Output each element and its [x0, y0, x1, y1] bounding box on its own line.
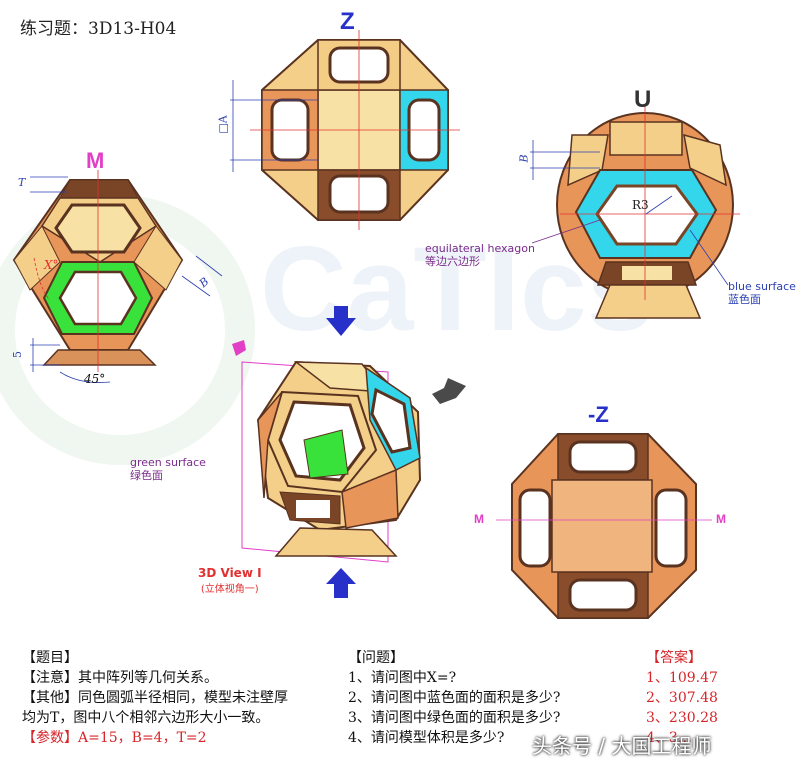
axis-label-u: U: [634, 86, 652, 113]
question-item: 3、请问图中绿色面的面积是多少?: [348, 710, 561, 726]
view-3d-caption: 3D View I (立体视角一): [198, 566, 262, 595]
answers-header: 【答案】: [646, 650, 702, 666]
dim-five: 5: [11, 351, 24, 358]
answer-item: 4、3…: [646, 730, 692, 746]
answer-item: 1、109.47: [646, 670, 718, 686]
questions-header: 【问题】: [348, 650, 404, 666]
problem-other-line1: 【其他】同色圆弧半径相同，模型未注壁厚: [22, 690, 288, 706]
view-m: [12, 170, 223, 383]
dim-b-u: B: [517, 154, 531, 163]
axis-label-m-right: M: [716, 512, 726, 526]
problem-header: 【题目】: [22, 650, 78, 666]
question-item: 4、请问模型体积是多少?: [348, 730, 505, 746]
view-3d: [241, 360, 422, 563]
dim-t: T: [18, 176, 26, 189]
blue-annotation-en: blue surface: [728, 280, 796, 293]
green-annotation: green surface 绿色面: [130, 456, 206, 482]
answers-block: 【答案】 1、109.47 2、307.48 3、230.28 4、3…: [646, 648, 718, 748]
blue-annotation: blue surface 蓝色面: [728, 280, 796, 306]
problem-note: 【注意】其中阵列等几何关系。: [22, 670, 218, 686]
dim-angle: 45°: [84, 372, 106, 386]
view-3d-caption-en: 3D View I: [198, 566, 262, 580]
params-label: 【参数】: [22, 730, 78, 746]
view-u: [530, 105, 740, 319]
hex-annotation-en: equilateral hexagon: [425, 242, 535, 255]
hex-annotation: equilateral hexagon 等边六边形: [425, 242, 535, 268]
blue-annotation-cn: 蓝色面: [728, 293, 761, 306]
questions-block: 【问题】 1、请问图中X=? 2、请问图中蓝色面的面积是多少? 3、请问图中绿色…: [348, 648, 560, 748]
problem-other-line2: 均为T，图中八个相邻六边形大小一致。: [22, 710, 270, 726]
dim-a: □A: [216, 115, 230, 134]
dim-x: X°: [44, 258, 59, 272]
question-item: 2、请问图中蓝色面的面积是多少?: [348, 690, 561, 706]
hex-annotation-cn: 等边六边形: [425, 255, 480, 268]
view-neg-z: [496, 433, 712, 619]
answer-item: 2、307.48: [646, 690, 718, 706]
problem-params-line: 【参数】A=15，B=4，T=2: [22, 728, 288, 748]
question-item: 1、请问图中X=?: [348, 670, 457, 686]
dim-r: R3: [632, 198, 649, 212]
answer-item: 3、230.28: [646, 710, 718, 726]
axis-label-m: M: [86, 148, 105, 173]
params-value: A=15，B=4，T=2: [78, 730, 207, 746]
page-title: 练习题：3D13-H04: [20, 19, 177, 39]
watermark-text: 头条号 / 大国工程师: [532, 734, 712, 758]
axis-label-m-left: M: [474, 512, 484, 526]
view-z: [230, 30, 460, 230]
view-3d-caption-cn: (立体视角一): [200, 584, 259, 595]
green-annotation-en: green surface: [130, 456, 206, 469]
green-annotation-cn: 绿色面: [130, 469, 163, 482]
axis-label-neg-z: -Z: [588, 402, 609, 427]
arrows: [232, 306, 466, 598]
problem-block: 【题目】 【注意】其中阵列等几何关系。 【其他】同色圆弧半径相同，模型未注壁厚 …: [22, 648, 288, 748]
axis-label-z: Z: [340, 8, 355, 35]
